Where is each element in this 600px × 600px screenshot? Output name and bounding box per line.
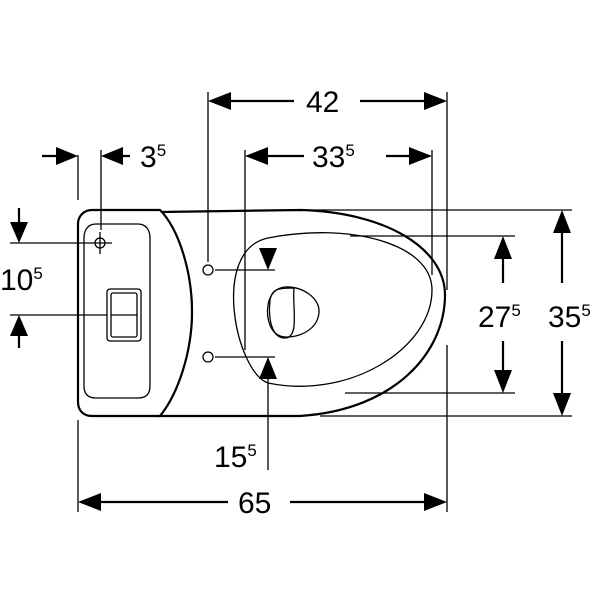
dim-cistern-offset-line — [42, 147, 130, 165]
dim-seat-depth-label: 275 — [478, 301, 521, 334]
dim-overall-width-line — [540, 210, 598, 416]
mounting-bolt-bottom — [202, 351, 214, 363]
dim-bolt-offset-label: 155 — [214, 441, 257, 474]
seat-rim — [233, 232, 433, 387]
dim-top-width-line — [208, 82, 447, 118]
dim-cistern-offset-label: 35 — [140, 141, 166, 174]
mounting-bolt-top — [202, 264, 214, 276]
dim-inlet-height-line — [10, 208, 28, 348]
cistern-outline — [76, 208, 194, 418]
dim-bolt-offset-arrows — [259, 248, 277, 379]
dim-overall-width-label: 355 — [548, 301, 591, 334]
dim-overall-length-label: 65 — [238, 487, 271, 520]
dim-seat-depth-line — [478, 236, 534, 393]
dim-inlet-height-label: 105 — [0, 264, 43, 297]
extension-lines — [10, 92, 572, 512]
cistern-inner-outline — [83, 223, 151, 399]
water-inlet-crosshair — [88, 232, 112, 254]
bowl-opening-ring — [266, 286, 320, 338]
bowl-outline — [157, 208, 447, 418]
dim-top-width-label: 42 — [306, 86, 339, 119]
dim-seat-width-line — [245, 138, 432, 174]
dim-overall-length-line — [78, 484, 447, 520]
dim-seat-width-label: 335 — [312, 141, 355, 174]
